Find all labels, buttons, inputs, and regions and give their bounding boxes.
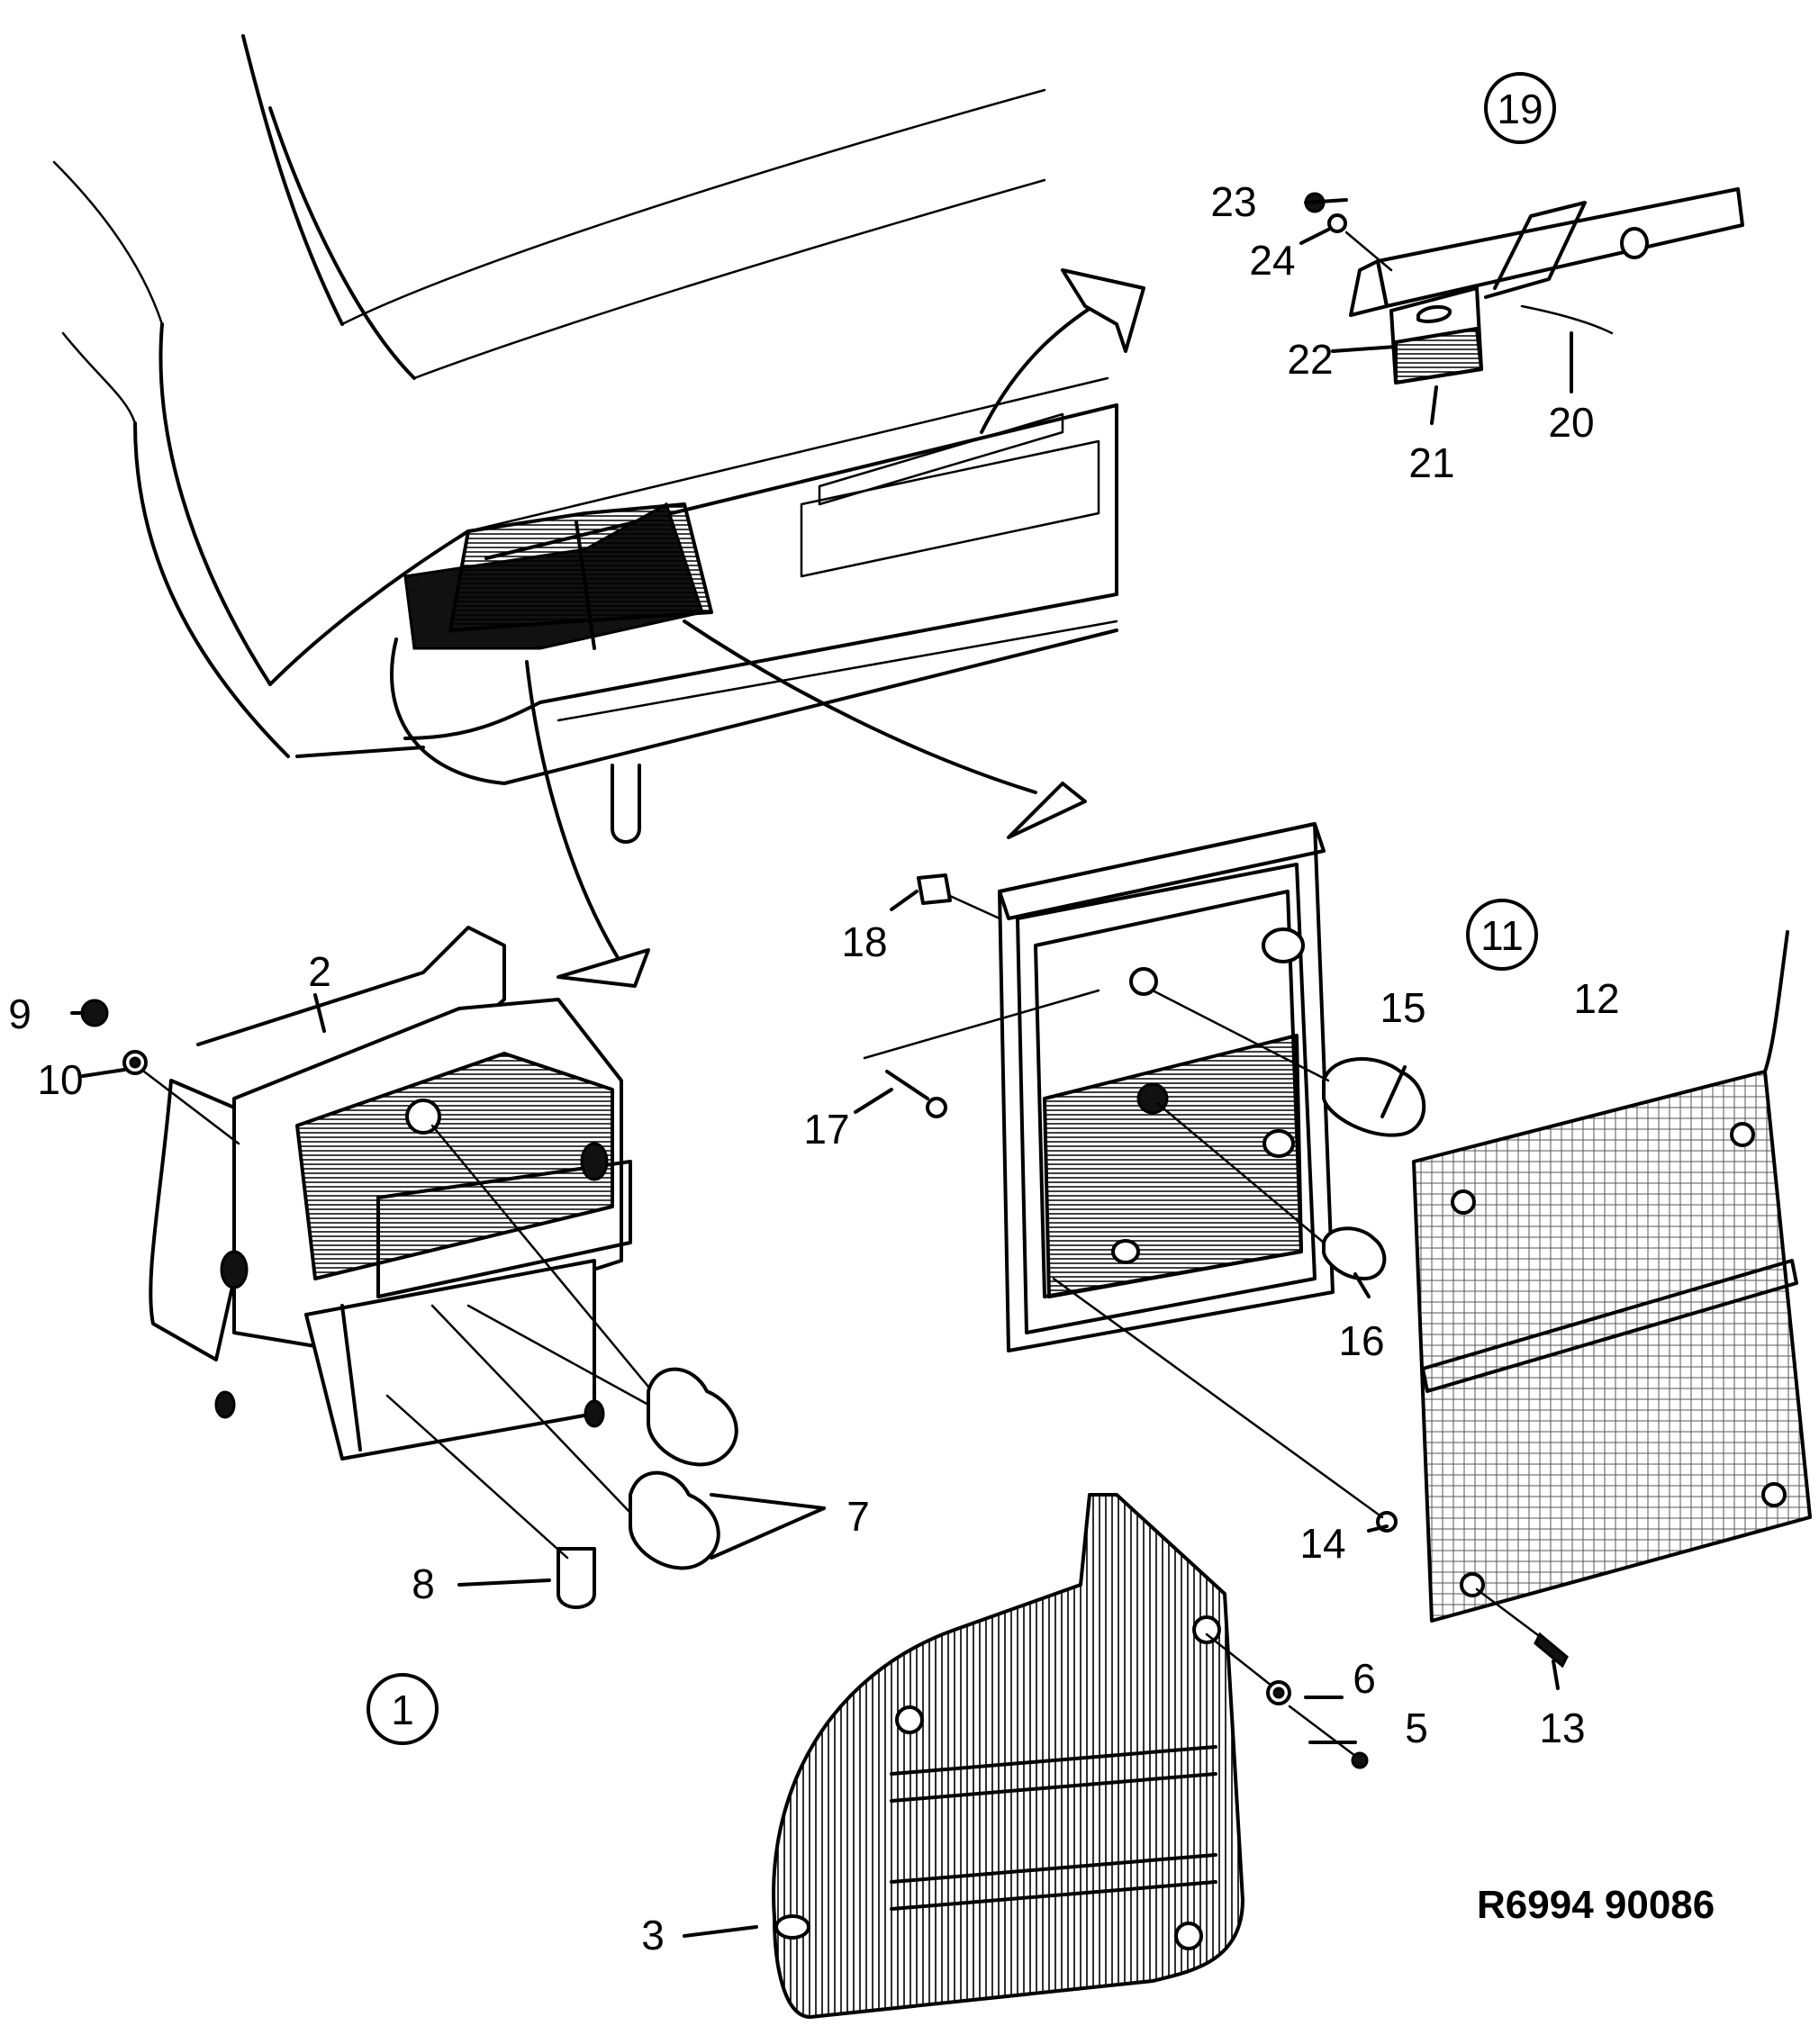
- lens-3: [772, 1493, 1244, 2019]
- part-label-3: 3: [641, 1912, 665, 1958]
- tail-lamp-housing-11: [863, 822, 1426, 1533]
- part-label-24: 24: [1249, 237, 1295, 284]
- part-label-7: 7: [846, 1493, 870, 1540]
- figure-code: R6994 90086: [1477, 1883, 1715, 1927]
- assembly-badge-19: 19: [1484, 72, 1556, 144]
- part-labels: 2 3 5 6 7 8 9 10 12 13 14 15 16 17 18 20…: [8, 178, 1619, 1958]
- part-label-2: 2: [308, 948, 331, 995]
- part-label-6: 6: [1353, 1655, 1376, 1702]
- svg-text:1: 1: [391, 1687, 414, 1733]
- part-label-22: 22: [1287, 336, 1333, 383]
- part-label-20: 20: [1548, 399, 1594, 446]
- assembly-badge-1: 1: [367, 1673, 439, 1745]
- part-label-5: 5: [1405, 1705, 1428, 1751]
- part-label-12: 12: [1573, 975, 1619, 1022]
- part-label-18: 18: [841, 918, 887, 965]
- lens-12: [1412, 1070, 1812, 1669]
- part-label-16: 16: [1338, 1317, 1384, 1364]
- part-label-14: 14: [1299, 1520, 1345, 1567]
- part-label-23: 23: [1210, 178, 1256, 225]
- part-label-17: 17: [803, 1106, 849, 1153]
- part-label-8: 8: [412, 1560, 435, 1607]
- part-label-21: 21: [1408, 439, 1454, 486]
- part-label-13: 13: [1539, 1705, 1585, 1751]
- assembly-badge-11: 11: [1466, 899, 1538, 971]
- license-lamp-assembly-19: [1304, 187, 1744, 384]
- part-label-15: 15: [1380, 984, 1425, 1031]
- svg-text:19: 19: [1497, 86, 1543, 132]
- part-label-9: 9: [8, 990, 32, 1037]
- tail-lamp-assembly-1: [80, 926, 738, 1609]
- callout-leader-lines: [70, 198, 1789, 1938]
- screw-5-washer-6: [1205, 1632, 1369, 1769]
- car-rear-body: [52, 34, 1145, 988]
- part-label-10: 10: [37, 1056, 83, 1103]
- svg-text:11: 11: [1480, 912, 1524, 959]
